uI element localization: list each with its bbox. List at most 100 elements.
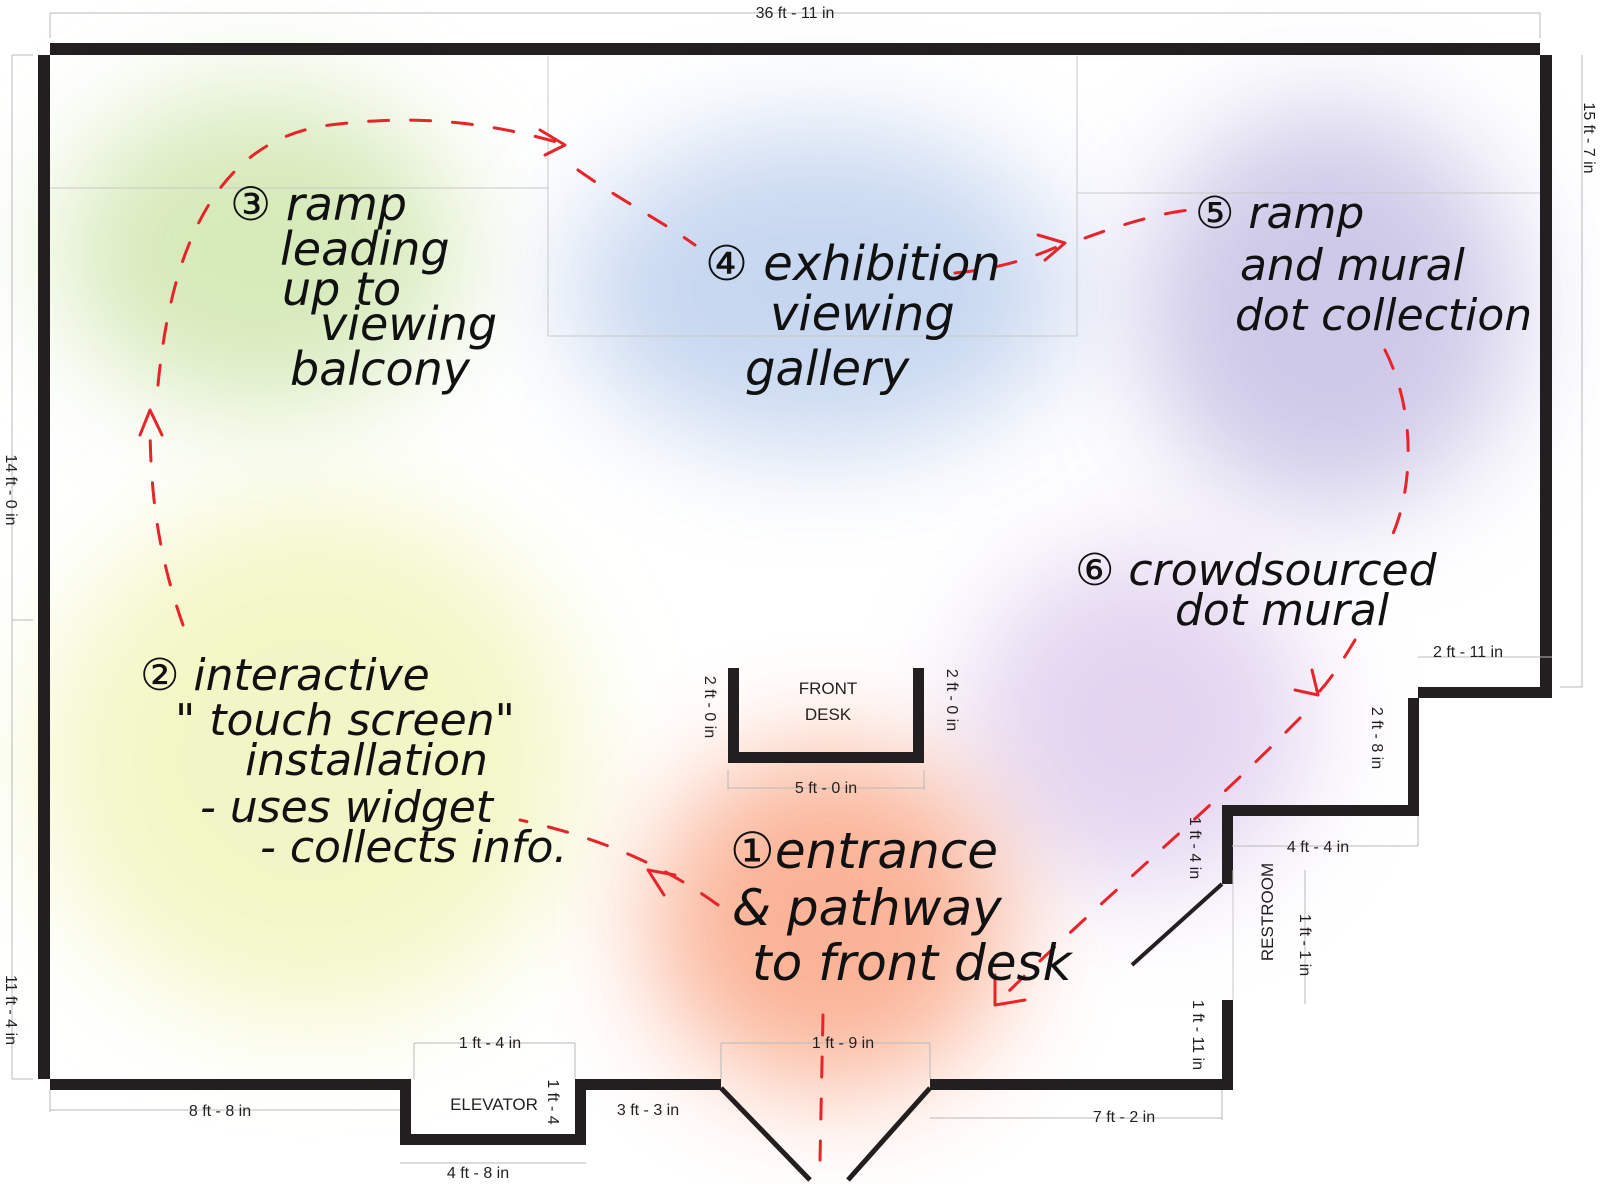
- note-5-line-2: and mural: [1240, 240, 1466, 291]
- note-3-line-2: leading: [280, 222, 450, 276]
- wall-bottom-left: [50, 1079, 400, 1090]
- path-arrow-6: [1036, 233, 1067, 262]
- dim-right-step1: 2 ft - 11 in: [1433, 644, 1503, 661]
- note-1-line-2: & pathway: [732, 879, 1003, 937]
- note-ramp-mural: ⑤ ramp and mural dot collection: [1195, 188, 1532, 341]
- dim-bottom-right: 7 ft - 2 in: [1093, 1109, 1155, 1126]
- note-dot-mural: ⑥ crowdsourced dot mural: [1075, 545, 1438, 636]
- zones: [40, 90, 1520, 1090]
- dim-left-upper: 14 ft - 0 in: [2, 454, 19, 525]
- note-5-line-1: ⑤ ramp: [1195, 188, 1364, 239]
- wall-top: [50, 43, 1540, 55]
- note-3-line-5: balcony: [290, 342, 471, 396]
- handwritten-notes: ①entrance & pathway to front desk ② inte…: [140, 177, 1532, 992]
- note-4-line-3: gallery: [745, 341, 910, 397]
- walls: [38, 43, 1552, 1182]
- dim-right-step3: 4 ft - 4 in: [1287, 839, 1349, 856]
- front-desk-label-2: DESK: [805, 705, 852, 724]
- visitor-path: [138, 118, 1410, 1162]
- path-segment-7: [1083, 208, 1192, 240]
- room-labels: FRONT DESK ELEVATOR RESTROOM: [450, 679, 1277, 1114]
- note-touch-screen: ② interactive " touch screen" installati…: [140, 650, 567, 873]
- wall-restroom-v: [1222, 1000, 1233, 1079]
- wall-bottom-right: [930, 1079, 1233, 1090]
- front-desk-label-1: FRONT: [799, 679, 858, 698]
- dim-restroom-depth: 1 ft - 1 in: [1296, 914, 1313, 976]
- dim-entrance: 1 ft - 9 in: [812, 1035, 874, 1052]
- elevator-label: ELEVATOR: [450, 1095, 538, 1114]
- path-segment-5: [576, 168, 697, 247]
- elevator-wall-bottom: [400, 1134, 586, 1145]
- note-2-line-5: - collects info.: [260, 822, 567, 873]
- wall-left: [38, 55, 50, 1079]
- restroom-label: RESTROOM: [1258, 863, 1277, 961]
- note-6-line-1: ⑥ crowdsourced: [1075, 545, 1438, 596]
- path-segment-9: [1316, 638, 1357, 695]
- path-segment-3: [148, 418, 185, 627]
- path-arrow-10: [993, 973, 1027, 1007]
- dim-right-step2: 2 ft - 8 in: [1368, 707, 1385, 769]
- path-segment-4: [156, 118, 562, 387]
- note-exhibition: ④ exhibition viewing gallery: [705, 236, 1001, 397]
- note-2-line-2: " touch screen": [175, 695, 515, 746]
- note-2-line-1: ② interactive: [140, 650, 430, 701]
- desk-wall-right: [913, 668, 924, 763]
- note-1-line-1: ①entrance: [730, 822, 998, 880]
- dim-restroom-wall: 1 ft - 4 in: [1186, 817, 1203, 879]
- dim-elevator-width: 1 ft - 4 in: [459, 1035, 521, 1052]
- desk-wall-bottom: [728, 752, 924, 763]
- entrance-door-left: [719, 1086, 812, 1182]
- path-segment-6: [953, 241, 1067, 275]
- dim-right-lower: 1 ft - 11 in: [1189, 1000, 1206, 1070]
- dim-bottom-mid: 3 ft - 3 in: [617, 1102, 679, 1119]
- note-3-line-3: up to: [282, 262, 401, 316]
- path-segment-8: [1383, 348, 1410, 542]
- wall-step2-v: [1222, 805, 1233, 884]
- dim-left-lower: 11 ft - 4 in: [2, 975, 19, 1045]
- dimension-labels: 36 ft - 11 in 15 ft - 7 in 14 ft - 0 in …: [2, 5, 1597, 1182]
- dim-desk-right: 2 ft - 0 in: [943, 669, 960, 731]
- dim-elevator-bottom: 4 ft - 8 in: [447, 1165, 509, 1182]
- note-2-line-3: installation: [245, 735, 488, 786]
- note-3-line-4: viewing: [320, 297, 497, 351]
- note-5-line-3: dot collection: [1235, 290, 1532, 341]
- path-arrow-9: [1293, 668, 1320, 697]
- note-2-line-4: - uses widget: [200, 782, 495, 833]
- dim-desk-left: 2 ft - 0 in: [701, 676, 718, 738]
- dim-bottom-left: 8 ft - 8 in: [189, 1103, 251, 1120]
- note-3-line-1: ③ ramp: [230, 177, 407, 231]
- dim-elevator-depth: 1 ft - 4: [544, 1079, 561, 1124]
- wall-right: [1540, 55, 1552, 696]
- path-segment-10: [998, 716, 1302, 1002]
- wall-step1-h: [1418, 687, 1552, 698]
- zone-exhibition-gallery: [570, 130, 1070, 450]
- elevator-wall-left: [400, 1079, 411, 1145]
- zone-ramp-balcony: [60, 90, 460, 410]
- note-entrance: ①entrance & pathway to front desk: [730, 822, 1074, 992]
- dimension-lines: [11, 12, 1583, 1164]
- elevator-wall-right: [575, 1079, 586, 1145]
- wall-step1-v: [1408, 698, 1419, 808]
- dim-right-top: 15 ft - 7 in: [1580, 102, 1597, 173]
- wall-step2-h: [1232, 805, 1419, 816]
- note-1-line-3: to front desk: [752, 934, 1074, 992]
- restroom-door: [1130, 882, 1224, 967]
- balcony-outlines: [50, 56, 1540, 337]
- note-ramp-balcony: ③ ramp leading up to viewing balcony: [230, 177, 497, 396]
- zone-entrance: [650, 750, 1010, 1090]
- path-segment-2: [518, 818, 720, 907]
- path-arrow-3: [138, 408, 164, 437]
- note-4-line-2: viewing: [770, 286, 955, 342]
- path-arrow-4: [538, 128, 567, 157]
- entrance-door-right: [846, 1086, 932, 1182]
- zone-touch-screen: [40, 500, 580, 1020]
- dim-desk-width: 5 ft - 0 in: [795, 780, 857, 797]
- note-6-line-2: dot mural: [1175, 585, 1390, 636]
- path-arrow-2: [646, 868, 677, 897]
- desk-wall-left: [728, 668, 739, 763]
- dim-top: 36 ft - 11 in: [756, 5, 835, 22]
- wall-bottom-mid: [585, 1079, 721, 1090]
- zone-ramp-mural: [1140, 110, 1520, 510]
